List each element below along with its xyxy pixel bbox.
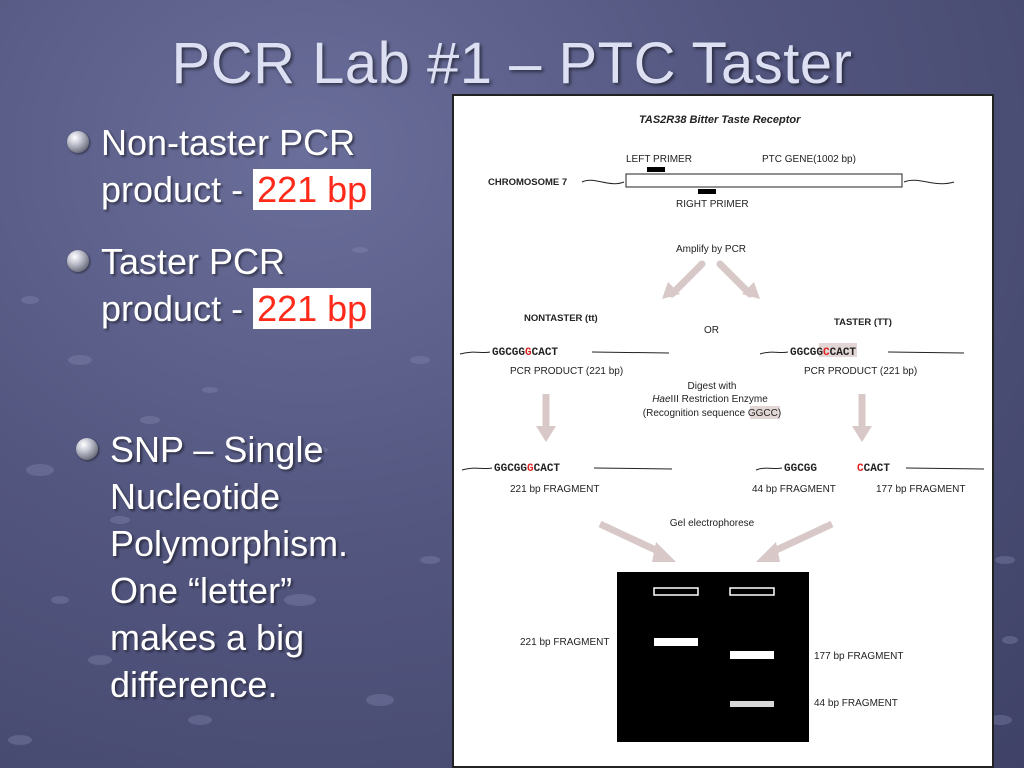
digest-line-1: Digest with bbox=[688, 381, 737, 392]
pcr-product-left-label: PCR PRODUCT (221 bp) bbox=[510, 366, 623, 377]
tas2r38-diagram: TAS2R38 Bitter Taste Receptor LEFT PRIME… bbox=[452, 94, 994, 768]
arrow-head bbox=[662, 282, 680, 299]
gel-band-44 bbox=[730, 701, 774, 707]
gene-label: PTC GENE(1002 bp) bbox=[762, 154, 856, 165]
fragment-44-label: 44 bp FRAGMENT bbox=[752, 484, 836, 495]
snp-line: One “letter” bbox=[110, 570, 293, 611]
bullet-snp: SNP – Single Nucleotide Polymorphism. On… bbox=[76, 426, 349, 708]
gel-221-label: 221 bp FRAGMENT bbox=[520, 637, 609, 648]
gel-44-label: 44 bp FRAGMENT bbox=[814, 698, 898, 709]
taster-fragment-177-sequence: CCACT bbox=[857, 463, 890, 475]
snp-line: Nucleotide bbox=[110, 476, 281, 517]
snp-line: Polymorphism. bbox=[110, 523, 349, 564]
left-primer-label: LEFT PRIMER bbox=[626, 154, 692, 165]
slide-title: PCR Lab #1 – PTC Taster bbox=[171, 31, 853, 96]
fragment-177-label: 177 bp FRAGMENT bbox=[876, 484, 965, 495]
taster-sequence: GGCGGCCACT bbox=[790, 347, 856, 359]
nontaster-label: NONTASTER (tt) bbox=[524, 313, 598, 324]
nontaster-sequence: GGCGGGCACT bbox=[492, 347, 558, 359]
bullet-line: Non-taster PCR bbox=[101, 122, 356, 163]
gel-well bbox=[653, 587, 699, 596]
gel-arrows bbox=[598, 520, 834, 556]
bullet-line: product - bbox=[101, 169, 254, 210]
chromosome-label: CHROMOSOME 7 bbox=[488, 177, 567, 188]
nontaster-fragment-sequence: GGCGGGCACT bbox=[494, 463, 560, 475]
bp-value: 221 bp bbox=[253, 288, 372, 329]
amplify-label: Amplify by PCR bbox=[676, 244, 746, 255]
bullet-orb-icon bbox=[76, 438, 98, 460]
gel-well bbox=[729, 587, 775, 596]
chromosome-line-right bbox=[903, 179, 955, 185]
pcr-product-right-label: PCR PRODUCT (221 bp) bbox=[804, 366, 917, 377]
snp-line: difference. bbox=[110, 664, 278, 705]
left-primer-mark bbox=[647, 167, 665, 172]
or-label: OR bbox=[704, 325, 719, 336]
ptc-gene-box bbox=[625, 173, 903, 188]
digest-arrows bbox=[542, 394, 866, 428]
taster-label: TASTER (TT) bbox=[834, 317, 892, 328]
bp-value: 221 bp bbox=[253, 169, 372, 210]
bullet-line: product - bbox=[101, 288, 254, 329]
taster-fragment-44-sequence: GGCGG bbox=[784, 463, 817, 475]
gel-band-177 bbox=[730, 651, 774, 659]
bullet-line: Taster PCR bbox=[101, 241, 286, 282]
right-primer-label: RIGHT PRIMER bbox=[676, 199, 749, 210]
bullet-nontaster: Non-taster PCR product - 221 bp bbox=[67, 119, 372, 213]
bullet-orb-icon bbox=[67, 131, 89, 153]
fragment-221-label: 221 bp FRAGMENT bbox=[510, 484, 599, 495]
recognition-highlight bbox=[819, 343, 857, 357]
gel-image bbox=[617, 572, 809, 742]
snp-line: SNP – Single bbox=[110, 429, 324, 470]
arrow-head bbox=[742, 282, 760, 299]
digest-line-2: HaeIII Restriction Enzyme bbox=[652, 394, 768, 405]
snp-line: makes a big bbox=[110, 617, 305, 658]
chromosome-line-left bbox=[581, 179, 625, 185]
gel-band-221 bbox=[654, 638, 698, 646]
diagram-title: TAS2R38 Bitter Taste Receptor bbox=[639, 114, 801, 126]
gel-label: Gel electrophorese bbox=[670, 518, 755, 529]
gel-177-label: 177 bp FRAGMENT bbox=[814, 651, 903, 662]
bullet-taster: Taster PCR product - 221 bp bbox=[67, 238, 372, 332]
digest-line-3: (Recognition sequence GGCC) bbox=[643, 408, 781, 419]
right-primer-mark bbox=[698, 189, 716, 194]
pcr-split-arrows bbox=[668, 260, 754, 298]
bullet-orb-icon bbox=[67, 250, 89, 272]
